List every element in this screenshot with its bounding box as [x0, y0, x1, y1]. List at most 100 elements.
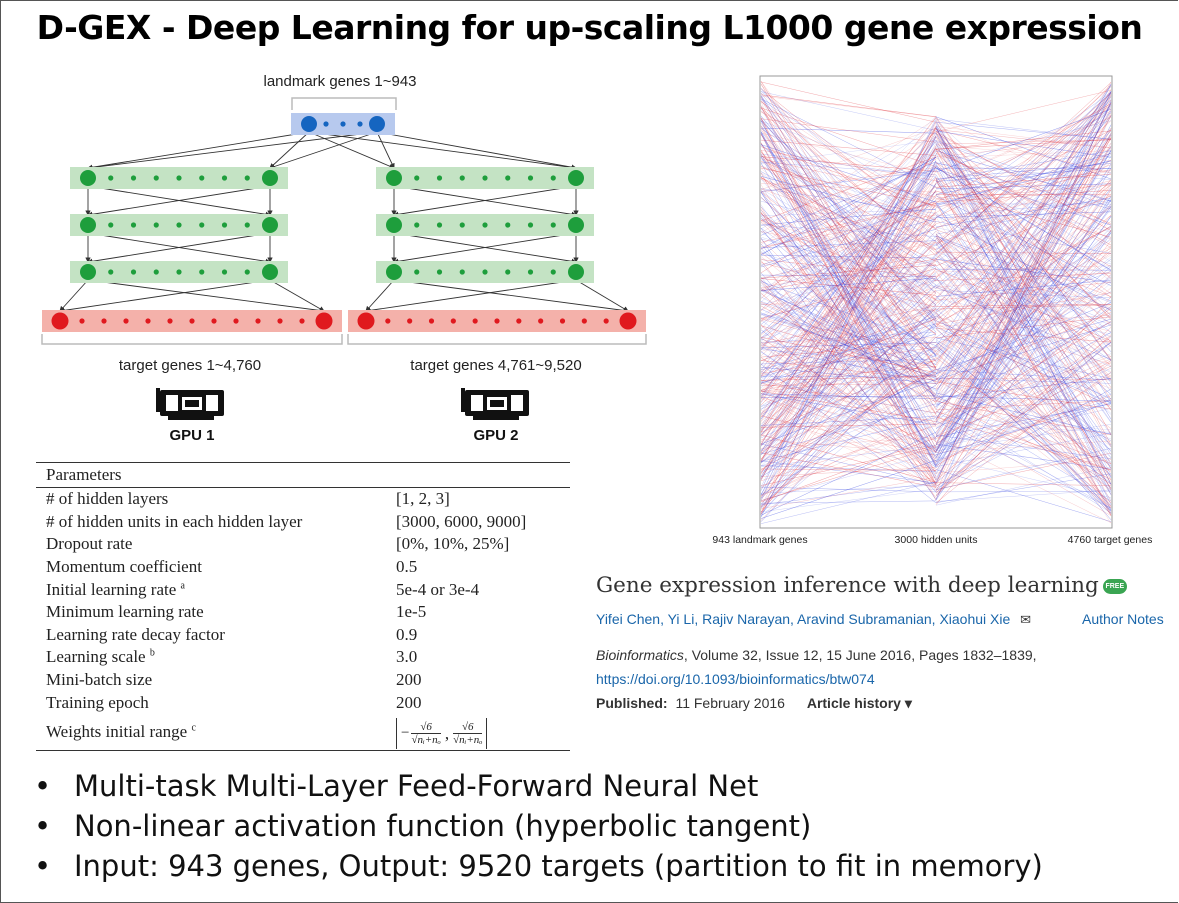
doi-link[interactable]: https://doi.org/10.1093/bioinformatics/b… — [596, 671, 875, 687]
weight-line — [760, 212, 937, 377]
param-name: Initial learning rate a — [46, 579, 185, 599]
weight-line — [935, 411, 1112, 509]
weight-line — [760, 168, 937, 404]
weight-line — [935, 221, 1112, 254]
weight-line — [760, 228, 937, 439]
weight-line — [760, 264, 937, 436]
weight-line — [760, 142, 937, 421]
weight-line — [760, 149, 937, 462]
weight-line — [760, 260, 937, 485]
weight-line — [935, 320, 1112, 400]
weight-line — [935, 342, 1112, 483]
weight-line — [760, 128, 937, 242]
weight-line — [760, 137, 937, 370]
weight-line — [935, 360, 1112, 467]
weight-line — [935, 108, 1112, 184]
connection-arrow — [59, 279, 89, 312]
weight-line — [935, 115, 1112, 402]
weight-line — [935, 316, 1112, 339]
author-notes-link[interactable]: Author Notes — [1082, 611, 1164, 627]
weight-line — [935, 92, 1112, 219]
weight-line — [935, 167, 1112, 480]
weight-line — [935, 91, 1112, 347]
weight-line — [760, 395, 937, 398]
weight-line — [760, 156, 937, 435]
weight-line — [760, 323, 937, 499]
weight-line — [760, 399, 937, 467]
weight-line — [935, 180, 1112, 465]
weight-line — [760, 236, 937, 288]
weight-line — [760, 389, 937, 479]
weight-line — [935, 170, 1112, 208]
weight-line — [935, 123, 1112, 476]
weight-line — [760, 409, 937, 489]
weight-line — [935, 341, 1112, 467]
article-history-link[interactable]: Article history ▾ — [806, 695, 912, 711]
weight-line — [935, 392, 1112, 435]
weight-line — [935, 139, 1112, 448]
output-layer-dot — [450, 318, 456, 324]
weight-line — [760, 383, 937, 386]
weight-line — [760, 326, 937, 410]
weight-line — [760, 200, 937, 246]
author-links[interactable]: Yifei Chen, Yi Li, Rajiv Narayan, Aravin… — [596, 611, 1011, 627]
weight-line — [935, 189, 1112, 500]
weight-line — [935, 124, 1112, 466]
weight-line — [760, 262, 937, 308]
weight-line — [760, 151, 937, 342]
weight-line — [760, 319, 937, 450]
output-layer-dot — [211, 318, 217, 324]
output-layer-dot — [385, 318, 391, 324]
weight-line — [760, 153, 937, 477]
weight-line — [760, 159, 937, 219]
weight-line — [935, 259, 1112, 489]
weight-line — [760, 439, 937, 455]
weight-line — [935, 374, 1112, 487]
weight-line — [760, 96, 937, 399]
hidden-layer-dot — [459, 269, 465, 275]
weight-line — [760, 213, 937, 390]
weight-line — [935, 234, 1112, 362]
weight-line — [935, 194, 1112, 196]
weight-line — [760, 390, 937, 422]
weight-line — [935, 148, 1112, 248]
weight-line — [935, 172, 1112, 318]
weight-line — [935, 402, 1112, 456]
weight-line — [935, 231, 1112, 358]
weight-line — [760, 115, 937, 296]
weight-line — [935, 369, 1112, 508]
param-value: 5e-4 or 3e-4 — [396, 579, 480, 599]
weight-line — [760, 81, 937, 123]
weight-line — [760, 196, 937, 389]
weight-line — [760, 277, 937, 456]
weight-line — [935, 86, 1112, 247]
weight-line — [760, 209, 937, 464]
weight-line — [935, 133, 1112, 393]
weight-line — [760, 220, 937, 474]
weight-line — [760, 149, 937, 415]
weight-line — [760, 129, 937, 428]
weight-line — [760, 208, 937, 217]
weight-line — [760, 92, 937, 229]
network-weights-visualization: 943 landmark genes 3000 hidden units 476… — [712, 75, 1152, 546]
weight-line — [935, 312, 1112, 385]
weight-line — [760, 302, 937, 391]
weight-line — [935, 216, 1112, 466]
weight-line — [760, 127, 937, 514]
parameters-header: Parameters — [36, 462, 570, 488]
paper-title[interactable]: Gene expression inference with deep lear… — [596, 573, 1176, 598]
weight-line — [935, 320, 1112, 389]
weight-line — [935, 251, 1112, 254]
weight-line — [760, 81, 937, 320]
weight-line — [935, 165, 1112, 316]
weight-line — [760, 259, 937, 437]
weight-line — [935, 311, 1112, 513]
parameters-rows: # of hidden layers [1, 2, 3]# of hidden … — [36, 488, 570, 714]
output-layer-dot — [101, 318, 107, 324]
weight-line — [760, 242, 937, 279]
weight-line — [935, 301, 1112, 457]
weight-line — [760, 476, 937, 509]
envelope-icon[interactable]: ✉ — [1020, 612, 1032, 627]
weight-line — [935, 393, 1112, 461]
weight-line — [760, 360, 937, 391]
